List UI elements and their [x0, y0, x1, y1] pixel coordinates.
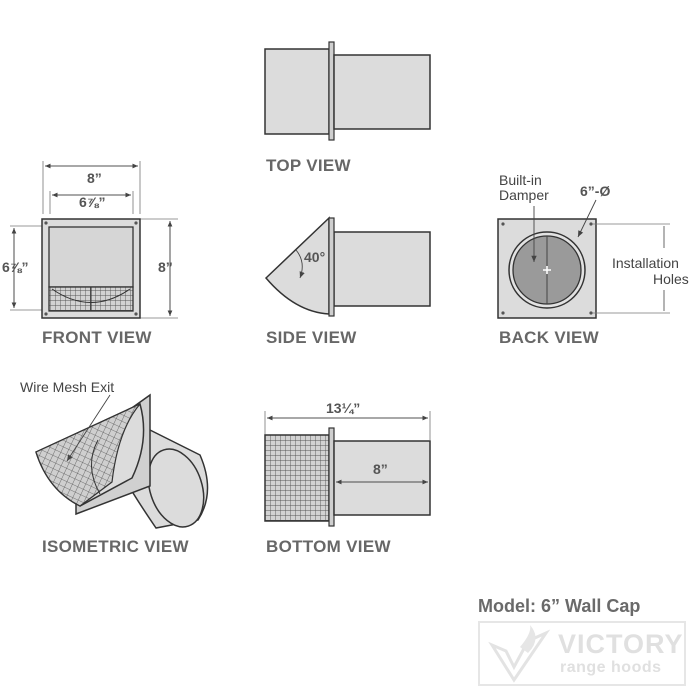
front-inner-height-dim: 6⅞”	[2, 259, 28, 275]
top-view-hood	[264, 48, 330, 135]
bottom-view-label: BOTTOM VIEW	[266, 537, 391, 556]
side-view-drawing	[264, 216, 431, 317]
bottom-width-dim: 8”	[373, 461, 388, 477]
side-view-hood	[264, 216, 330, 315]
side-view-flange	[328, 217, 335, 317]
front-inner-width-dim: 6⅞”	[79, 194, 105, 210]
front-view-label: FRONT VIEW	[42, 328, 152, 347]
flame-logo-icon	[488, 625, 551, 683]
bottom-view-drawing	[264, 411, 431, 527]
top-view-drawing	[264, 41, 431, 141]
wire-mesh-callout: Wire Mesh Exit	[20, 379, 114, 395]
brand-name: VICTORY	[558, 629, 684, 659]
brand-tagline: range hoods	[560, 659, 662, 676]
front-outer-height-dim: 8”	[158, 259, 173, 275]
damper-callout-line1: Built-in	[499, 172, 542, 188]
top-view-duct	[333, 54, 431, 130]
model-label: Model:	[478, 596, 536, 616]
isometric-view-label: ISOMETRIC VIEW	[42, 537, 189, 556]
back-diameter-dim: 6”-Ø	[580, 183, 610, 199]
back-view-drawing	[497, 199, 670, 319]
side-angle-dim: 40°	[304, 249, 325, 265]
holes-callout-line2: Holes	[653, 271, 689, 287]
bottom-length-dim: 13¼”	[326, 400, 360, 416]
iso-mesh	[35, 403, 141, 507]
side-view-label: SIDE VIEW	[266, 328, 357, 347]
back-view-label: BACK VIEW	[499, 328, 600, 347]
isometric-view-drawing	[35, 393, 209, 529]
front-view-drawing	[10, 161, 178, 319]
bottom-view-mesh	[264, 434, 330, 522]
side-view-duct	[333, 231, 431, 307]
front-view-hood-face	[48, 226, 134, 288]
model-name: 6” Wall Cap	[541, 596, 641, 616]
damper-callout-line2: Damper	[499, 187, 549, 203]
top-view-label: TOP VIEW	[266, 156, 352, 175]
model-caption: Model: 6” Wall Cap	[478, 596, 640, 617]
holes-callout-line1: Installation	[612, 255, 679, 271]
front-outer-width-dim: 8”	[87, 170, 102, 186]
bottom-view-duct	[333, 440, 431, 516]
brand-logo: VICTORY range hoods	[478, 621, 686, 686]
